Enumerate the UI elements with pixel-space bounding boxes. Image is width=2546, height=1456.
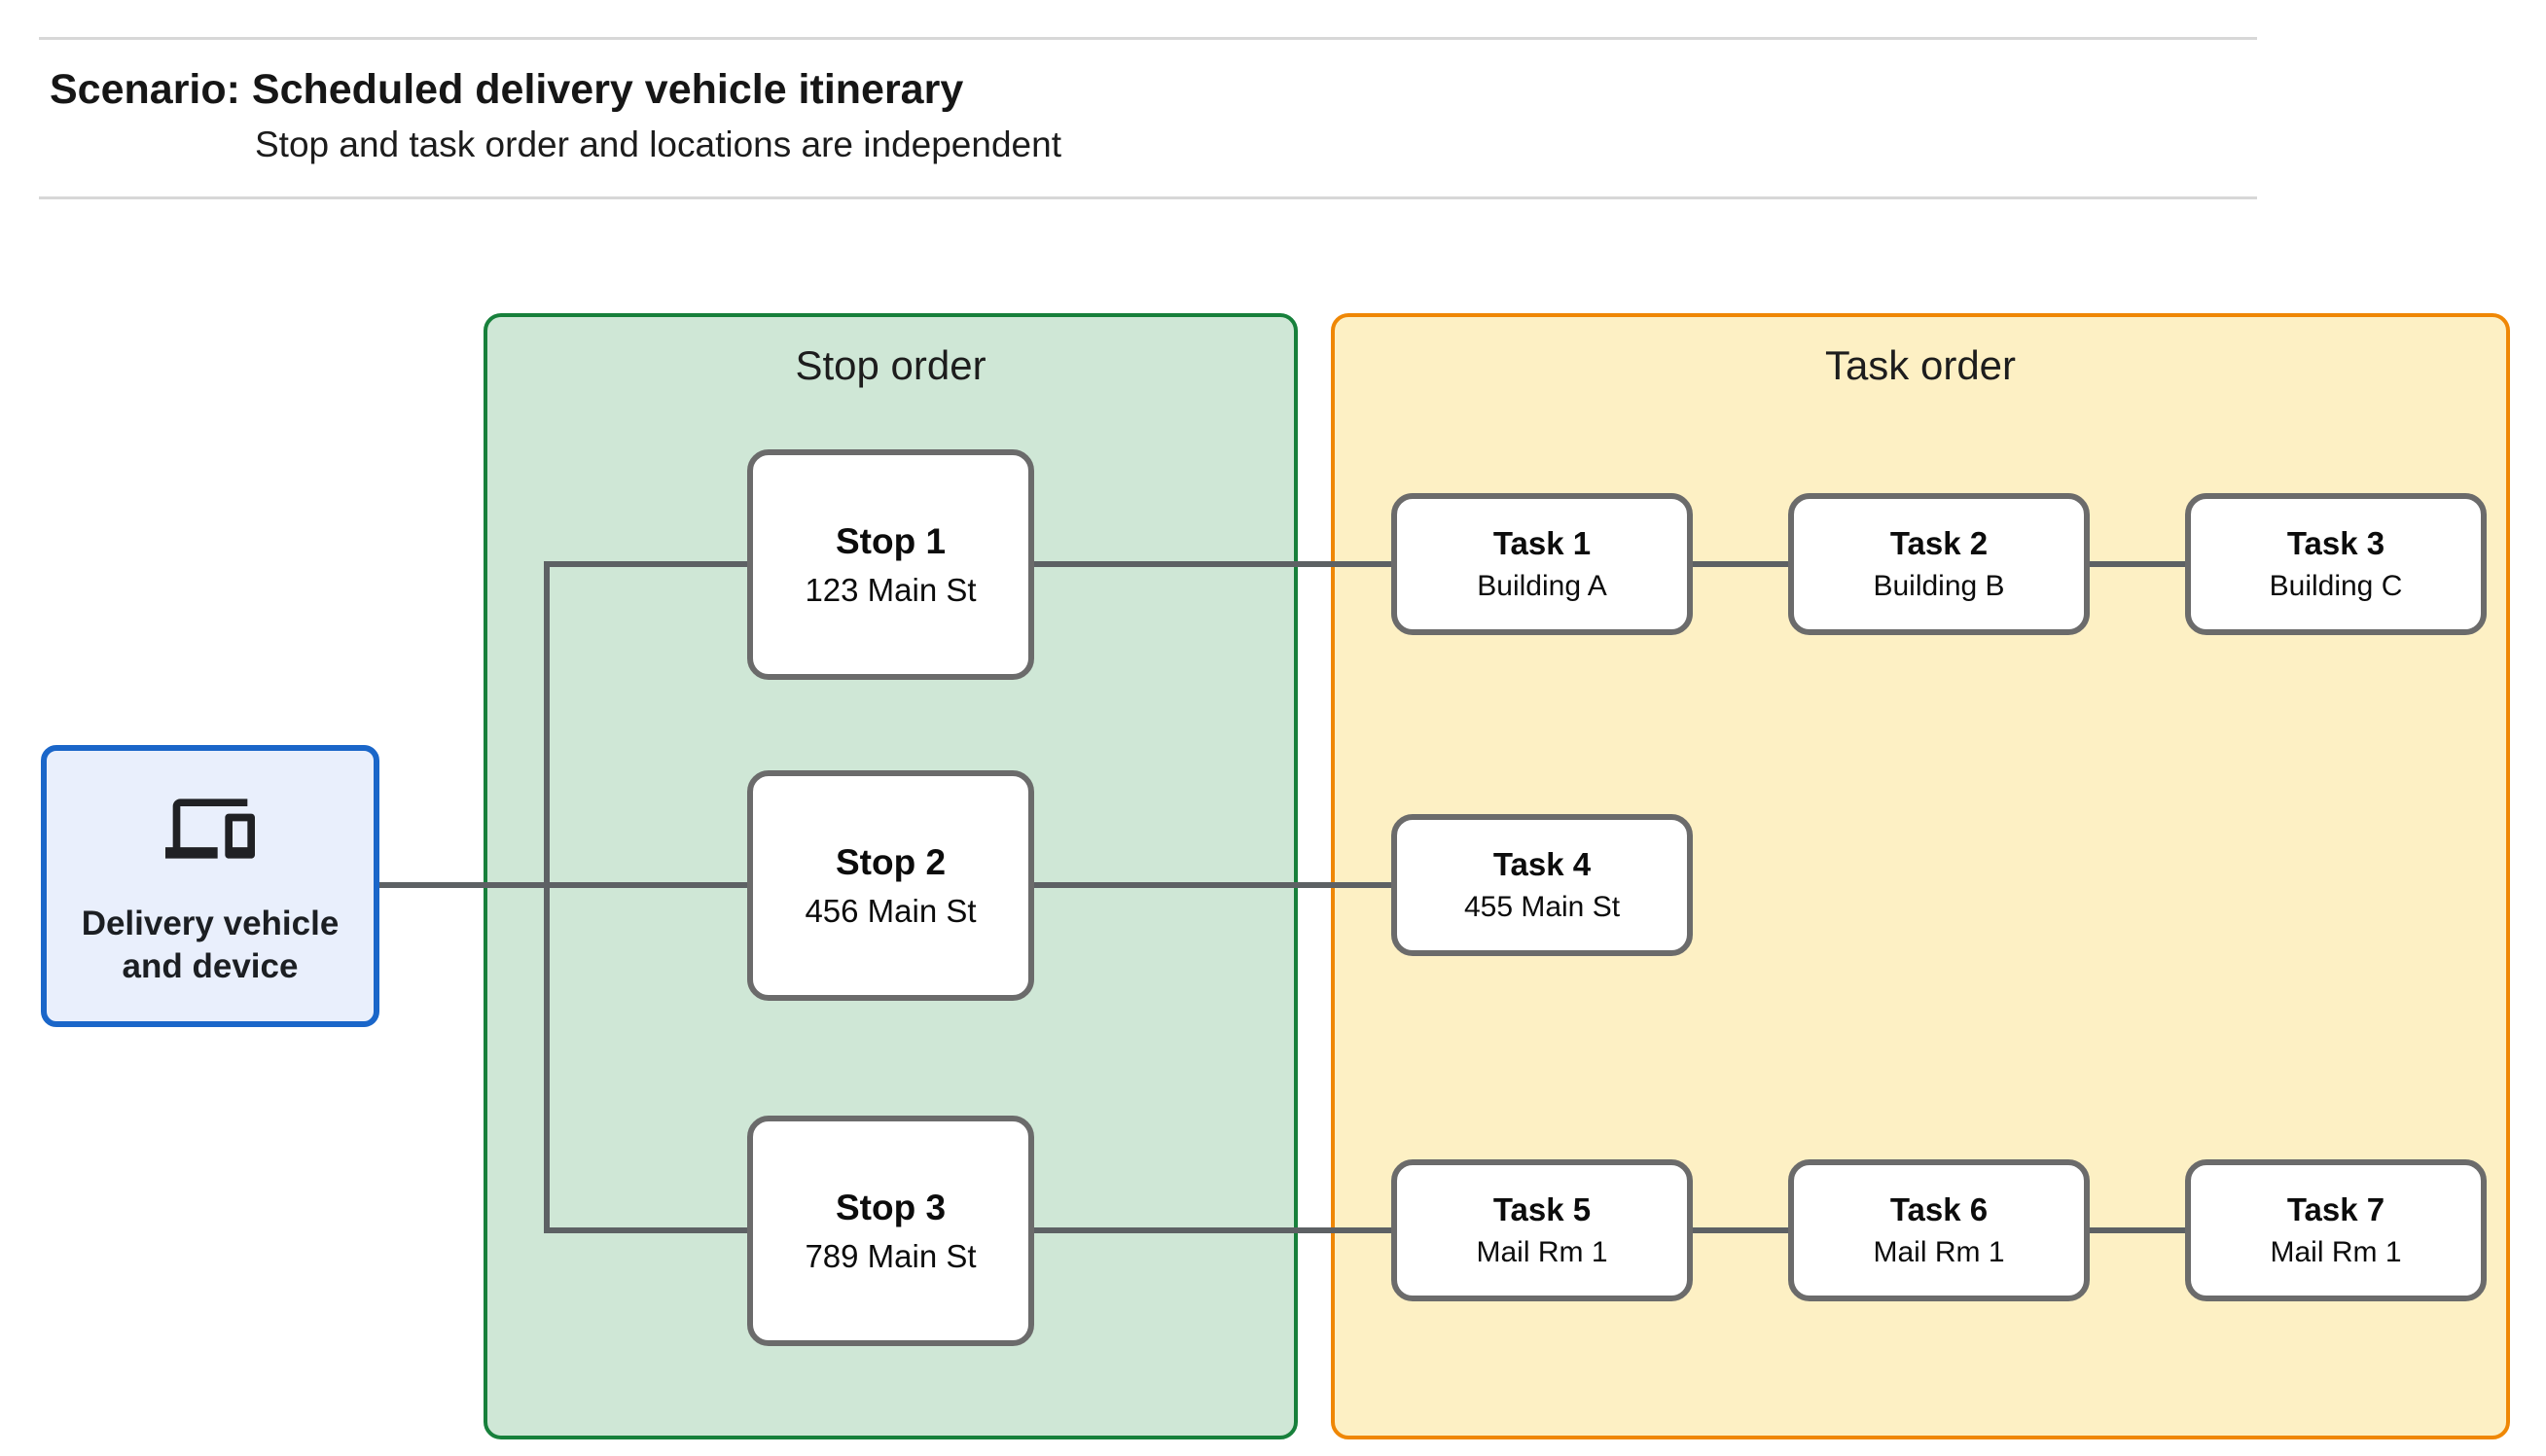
stop-2-location: 456 Main St bbox=[805, 892, 977, 929]
task-2-title: Task 2 bbox=[1889, 525, 1989, 561]
connector-task1-to-task2 bbox=[1693, 561, 1788, 567]
task-3-node: Task 3 Building C bbox=[2185, 493, 2487, 635]
task-4-title: Task 4 bbox=[1492, 846, 1592, 882]
stop-1-node: Stop 1 123 Main St bbox=[747, 449, 1034, 680]
task-1-title: Task 1 bbox=[1492, 525, 1592, 561]
connector-trunk-to-stop1 bbox=[544, 561, 747, 567]
top-divider bbox=[39, 37, 2257, 40]
stop-3-title: Stop 3 bbox=[835, 1187, 947, 1227]
task-1-node: Task 1 Building A bbox=[1391, 493, 1693, 635]
task-4-node: Task 4 455 Main St bbox=[1391, 814, 1693, 956]
connector-vehicle-to-stop2 bbox=[379, 882, 747, 888]
task-1-location: Building A bbox=[1477, 570, 1607, 602]
task-7-node: Task 7 Mail Rm 1 bbox=[2185, 1159, 2487, 1301]
connector-task6-to-task7 bbox=[2090, 1227, 2185, 1233]
stop-order-panel-title: Stop order bbox=[795, 342, 986, 388]
task-5-location: Mail Rm 1 bbox=[1476, 1236, 1608, 1268]
stop-2-title: Stop 2 bbox=[835, 841, 947, 882]
connector-trunk-vertical bbox=[544, 561, 550, 1233]
connector-trunk-to-stop3 bbox=[544, 1227, 747, 1233]
stop-2-node: Stop 2 456 Main St bbox=[747, 770, 1034, 1001]
page-title: Scenario: Scheduled delivery vehicle iti… bbox=[50, 66, 964, 113]
connector-task2-to-task3 bbox=[2090, 561, 2185, 567]
task-6-node: Task 6 Mail Rm 1 bbox=[1788, 1159, 2090, 1301]
task-4-location: 455 Main St bbox=[1463, 891, 1621, 923]
task-5-title: Task 5 bbox=[1492, 1191, 1592, 1227]
connector-stop1-to-task1 bbox=[1034, 561, 1391, 567]
header-divider bbox=[39, 196, 2257, 199]
task-3-location: Building C bbox=[2269, 570, 2403, 602]
stop-3-node: Stop 3 789 Main St bbox=[747, 1116, 1034, 1346]
task-3-title: Task 3 bbox=[2286, 525, 2385, 561]
task-2-node: Task 2 Building B bbox=[1788, 493, 2090, 635]
task-7-title: Task 7 bbox=[2286, 1191, 2385, 1227]
delivery-vehicle-label: Delivery vehicle and device bbox=[81, 905, 340, 985]
task-5-node: Task 5 Mail Rm 1 bbox=[1391, 1159, 1693, 1301]
connector-stop3-to-task5 bbox=[1034, 1227, 1391, 1233]
devices-icon bbox=[165, 799, 255, 859]
task-2-location: Building B bbox=[1873, 570, 2005, 602]
connector-stop2-to-task4 bbox=[1034, 882, 1391, 888]
task-order-panel-title: Task order bbox=[1824, 342, 2017, 388]
delivery-vehicle-node: Delivery vehicle and device bbox=[41, 745, 379, 1027]
stop-1-location: 123 Main St bbox=[805, 571, 977, 608]
task-6-title: Task 6 bbox=[1889, 1191, 1989, 1227]
stop-3-location: 789 Main St bbox=[805, 1237, 977, 1274]
stop-1-title: Stop 1 bbox=[835, 520, 947, 561]
task-6-location: Mail Rm 1 bbox=[1873, 1236, 2005, 1268]
page-subtitle: Stop and task order and locations are in… bbox=[255, 124, 1061, 164]
task-7-location: Mail Rm 1 bbox=[2270, 1236, 2402, 1268]
connector-task5-to-task6 bbox=[1693, 1227, 1788, 1233]
